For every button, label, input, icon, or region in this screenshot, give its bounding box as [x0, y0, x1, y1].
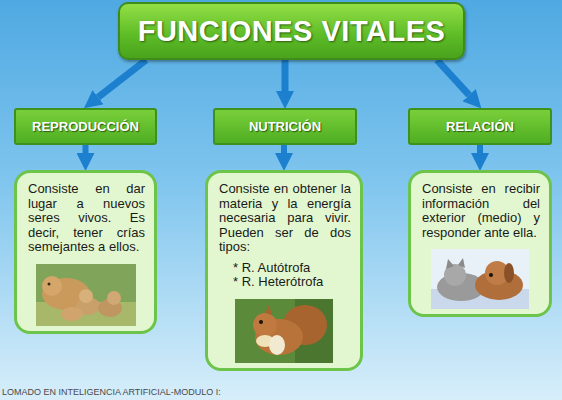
description-box: Consiste en recibir información del exte…: [408, 170, 552, 317]
title-box: FUNCIONES VITALES: [118, 2, 465, 60]
title-text: FUNCIONES VITALES: [138, 15, 446, 48]
header-text: NUTRICIÓN: [249, 119, 321, 134]
description-text: Consiste en obtener la materia y la ener…: [219, 182, 351, 255]
flow-arrow: [282, 60, 289, 91]
description-box: Consiste en obtener la materia y la ener…: [205, 170, 363, 371]
flow-arrow: [437, 60, 469, 95]
lions-photo: [36, 264, 136, 326]
function-header: NUTRICIÓN: [213, 108, 357, 145]
flow-arrow: [98, 60, 146, 97]
function-header: RELACIÓN: [408, 108, 552, 145]
cat-dog-photo: [431, 249, 529, 309]
list-item: * R. Heterótrofa: [219, 275, 351, 290]
description-text: Consiste en recibir información del exte…: [422, 182, 540, 240]
function-header: REPRODUCCIÓN: [14, 108, 157, 145]
squirrel-photo: [235, 299, 333, 363]
description-text: Consiste en dar lugar a nuevos seres viv…: [28, 182, 145, 255]
flow-arrow: [281, 145, 287, 153]
flow-arrow: [83, 145, 89, 153]
list-item: * R. Autótrofa: [219, 261, 351, 276]
header-text: REPRODUCCIÓN: [32, 119, 139, 134]
header-text: RELACIÓN: [446, 119, 514, 134]
description-box: Consiste en dar lugar a nuevos seres viv…: [14, 170, 157, 334]
watermark: LOMADO EN INTELIGENCIA ARTIFICIAL-MODULO…: [2, 387, 221, 397]
flow-arrow: [477, 145, 483, 153]
